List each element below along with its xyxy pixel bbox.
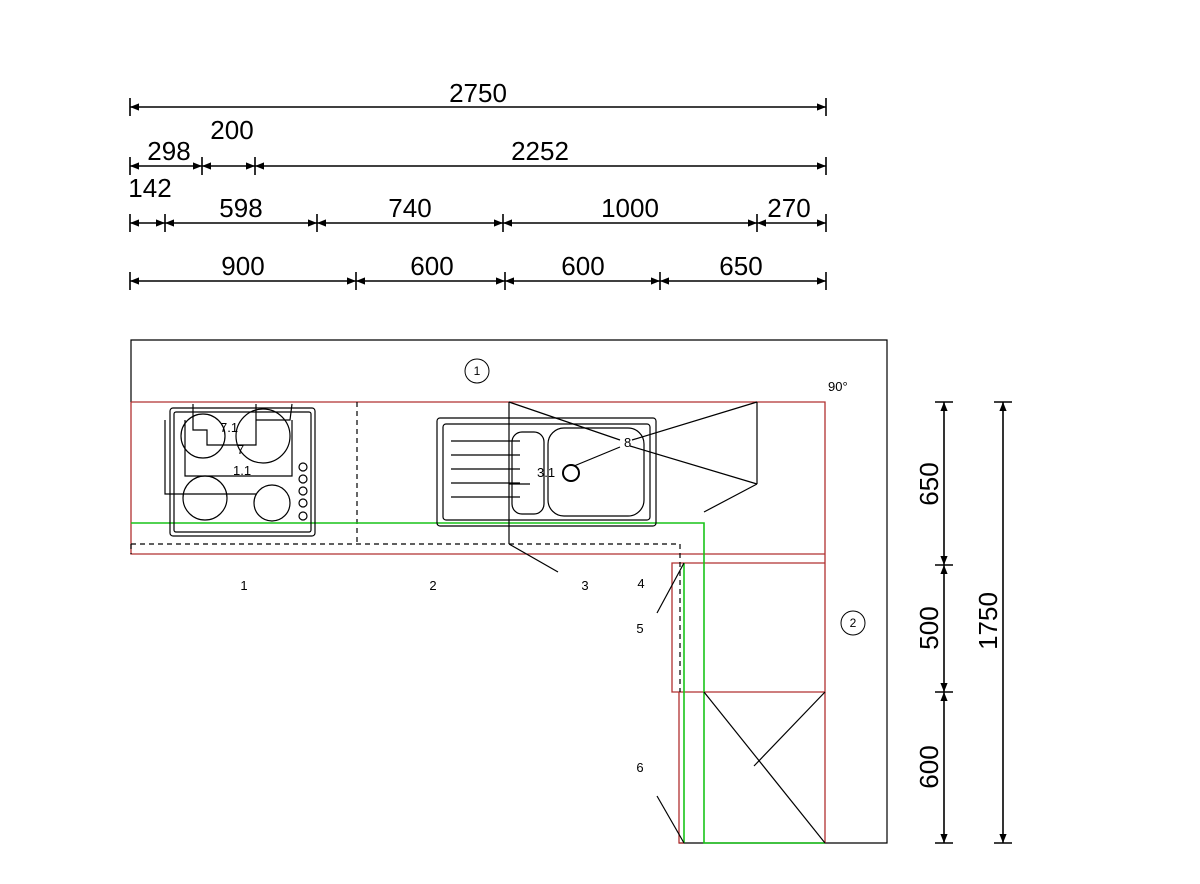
dim-600-a: 600 <box>410 251 453 281</box>
unit-label-1: 1 <box>240 578 247 593</box>
label-1-1: 1.1 <box>233 463 251 478</box>
worktop-edge <box>131 522 825 844</box>
leader-lines <box>508 543 685 844</box>
dim-270: 270 <box>767 193 810 223</box>
tall-cabinet-lines <box>703 691 826 844</box>
dimension-vertical-total: 1750 <box>973 401 1012 844</box>
label-7-1: 7.1 <box>220 420 238 435</box>
dim-v-650: 650 <box>914 462 944 505</box>
svg-text:2: 2 <box>850 616 857 630</box>
dim-v-1750: 1750 <box>973 592 1003 650</box>
unit-label-4: 4 <box>637 576 644 591</box>
cooktop <box>164 403 316 537</box>
sink <box>436 417 657 527</box>
dim-900: 900 <box>221 251 264 281</box>
dimension-row-2: 298 200 2252 <box>129 115 827 175</box>
dimension-row-3: 142 598 740 1000 270 <box>128 173 827 232</box>
wall-marker-1: 1 <box>464 358 490 384</box>
corner-cabinet-lines <box>508 401 758 544</box>
dim-v-500: 500 <box>914 606 944 649</box>
dim-200: 200 <box>210 115 253 145</box>
wall-marker-2: 2 <box>840 610 866 636</box>
cabinet-dashed-lines <box>130 402 681 692</box>
dim-v-600: 600 <box>914 745 944 788</box>
dim-1000: 1000 <box>601 193 659 223</box>
dim-2252: 2252 <box>511 136 569 166</box>
dimension-row-4: 900 600 600 650 <box>129 251 827 290</box>
unit-label-2: 2 <box>429 578 436 593</box>
unit-label-6: 6 <box>636 760 643 775</box>
dim-2750: 2750 <box>449 78 507 108</box>
unit-label-3: 3 <box>581 578 588 593</box>
label-8: 8 <box>624 435 631 450</box>
label-3-1: 3.1 <box>537 465 555 480</box>
dim-142: 142 <box>128 173 171 203</box>
dimension-row-total: 2750 <box>129 78 827 116</box>
dim-598: 598 <box>219 193 262 223</box>
dimension-vertical-inner: 650 500 600 <box>914 401 953 844</box>
dim-600-b: 600 <box>561 251 604 281</box>
corner-angle-label: 90° <box>828 379 848 394</box>
dim-650: 650 <box>719 251 762 281</box>
unit-label-5: 5 <box>636 621 643 636</box>
label-7: 7 <box>237 442 244 457</box>
svg-text:1: 1 <box>474 364 481 378</box>
dim-298: 298 <box>147 136 190 166</box>
dim-740: 740 <box>388 193 431 223</box>
